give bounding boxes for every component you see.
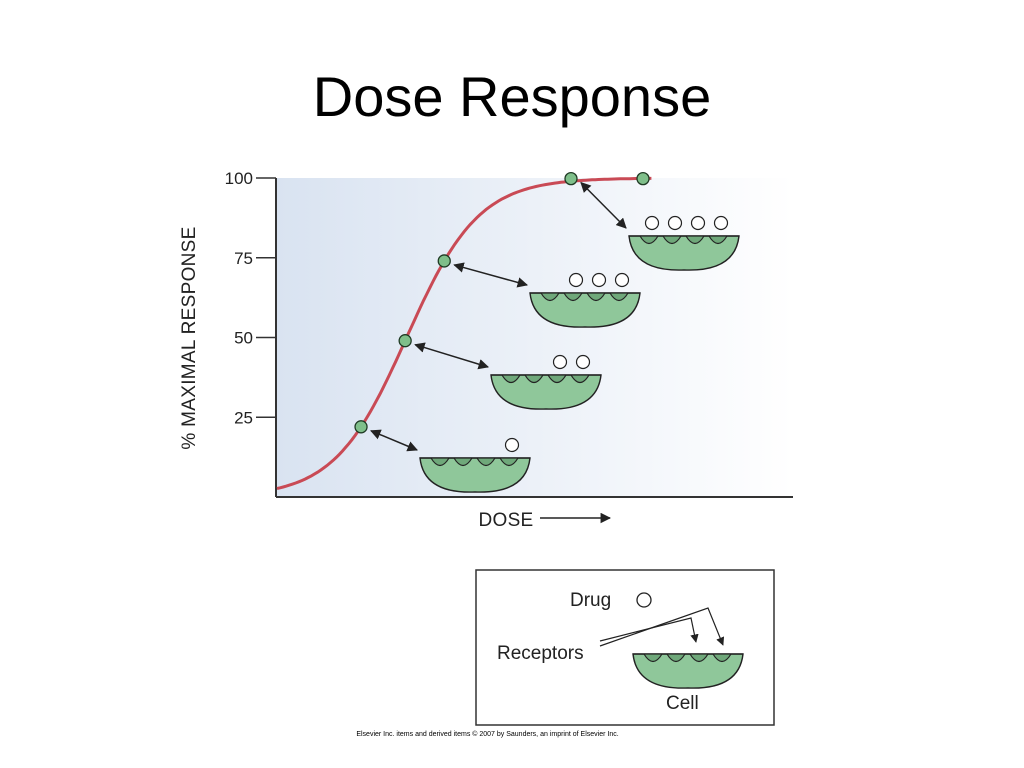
receptor-site bbox=[666, 653, 686, 663]
legend-cell-body bbox=[632, 653, 744, 689]
receptor-site bbox=[563, 292, 583, 302]
drug-molecule bbox=[504, 437, 520, 453]
data-point bbox=[354, 420, 368, 434]
receptor-site bbox=[609, 292, 629, 302]
x-axis-title: DOSE bbox=[478, 510, 533, 531]
legend-receptor-pointer-2 bbox=[599, 607, 725, 647]
drug-molecule bbox=[667, 215, 683, 231]
y-tick-label: 50 bbox=[234, 329, 253, 348]
legend-receptors-label: Receptors bbox=[497, 643, 584, 664]
connector-arrows bbox=[370, 181, 627, 452]
legend-frame bbox=[475, 569, 775, 726]
data-point bbox=[564, 171, 578, 186]
drug-molecule bbox=[575, 354, 591, 370]
data-point bbox=[437, 254, 451, 268]
occupancy-cell-3 bbox=[529, 272, 641, 328]
receptor-site bbox=[476, 457, 496, 467]
y-axis-title: % MAXIMAL RESPONSE bbox=[179, 226, 200, 449]
receptor-site bbox=[501, 374, 521, 384]
receptor-site bbox=[708, 235, 728, 245]
receptor-site bbox=[662, 235, 682, 245]
y-tick-label: 75 bbox=[234, 249, 253, 268]
point-to-cell-arrow bbox=[414, 342, 490, 370]
receptor-site bbox=[499, 457, 519, 467]
drug-molecule bbox=[552, 354, 568, 370]
plot-background bbox=[277, 178, 793, 496]
receptor-site bbox=[689, 653, 709, 663]
point-to-cell-arrow bbox=[370, 429, 418, 452]
receptor-site bbox=[453, 457, 473, 467]
receptor-site bbox=[712, 653, 732, 663]
cell-body bbox=[529, 292, 641, 328]
occupancy-cell-4 bbox=[628, 215, 740, 271]
point-to-cell-arrow bbox=[580, 181, 627, 229]
legend-receptor-pointer-1 bbox=[599, 617, 699, 643]
receptor-site bbox=[570, 374, 590, 384]
legend-box: Drug Receptors Cell bbox=[475, 569, 775, 726]
receptor-site bbox=[643, 653, 663, 663]
receptor-site bbox=[547, 374, 567, 384]
legend-drug-label: Drug bbox=[570, 590, 611, 611]
legend-cell-diagram bbox=[632, 653, 744, 689]
slide-title: Dose Response bbox=[312, 65, 712, 128]
drug-molecule bbox=[568, 272, 584, 288]
cell-body bbox=[419, 457, 531, 493]
receptor-site bbox=[685, 235, 705, 245]
y-tick-label: 25 bbox=[234, 408, 253, 427]
receptor-site bbox=[430, 457, 450, 467]
y-tick-label: 100 bbox=[225, 169, 253, 188]
drug-molecule bbox=[713, 215, 729, 231]
y-ticks: 25 50 75 100 bbox=[225, 169, 276, 427]
occupancy-cell-2 bbox=[490, 354, 602, 410]
data-points bbox=[354, 171, 650, 434]
data-point bbox=[398, 334, 412, 348]
drug-molecule bbox=[591, 272, 607, 288]
receptor-site bbox=[524, 374, 544, 384]
response-curve bbox=[276, 176, 652, 490]
x-axis-title-group: DOSE bbox=[478, 510, 612, 531]
cell-body bbox=[490, 374, 602, 410]
point-to-cell-arrow bbox=[453, 262, 529, 288]
drug-molecule bbox=[614, 272, 630, 288]
cell-body bbox=[628, 235, 740, 271]
legend-cell-label: Cell bbox=[666, 693, 699, 714]
receptor-site bbox=[586, 292, 606, 302]
cell-body bbox=[632, 653, 744, 689]
data-point bbox=[636, 171, 650, 186]
cell-diagrams bbox=[419, 215, 740, 493]
receptor-site bbox=[639, 235, 659, 245]
footer-credit: Elsevier Inc. items and derived items © … bbox=[356, 731, 619, 738]
drug-molecule bbox=[644, 215, 660, 231]
receptor-site bbox=[540, 292, 560, 302]
drug-molecule bbox=[690, 215, 706, 231]
occupancy-cell-1 bbox=[419, 437, 531, 493]
legend-drug-icon bbox=[636, 592, 652, 608]
